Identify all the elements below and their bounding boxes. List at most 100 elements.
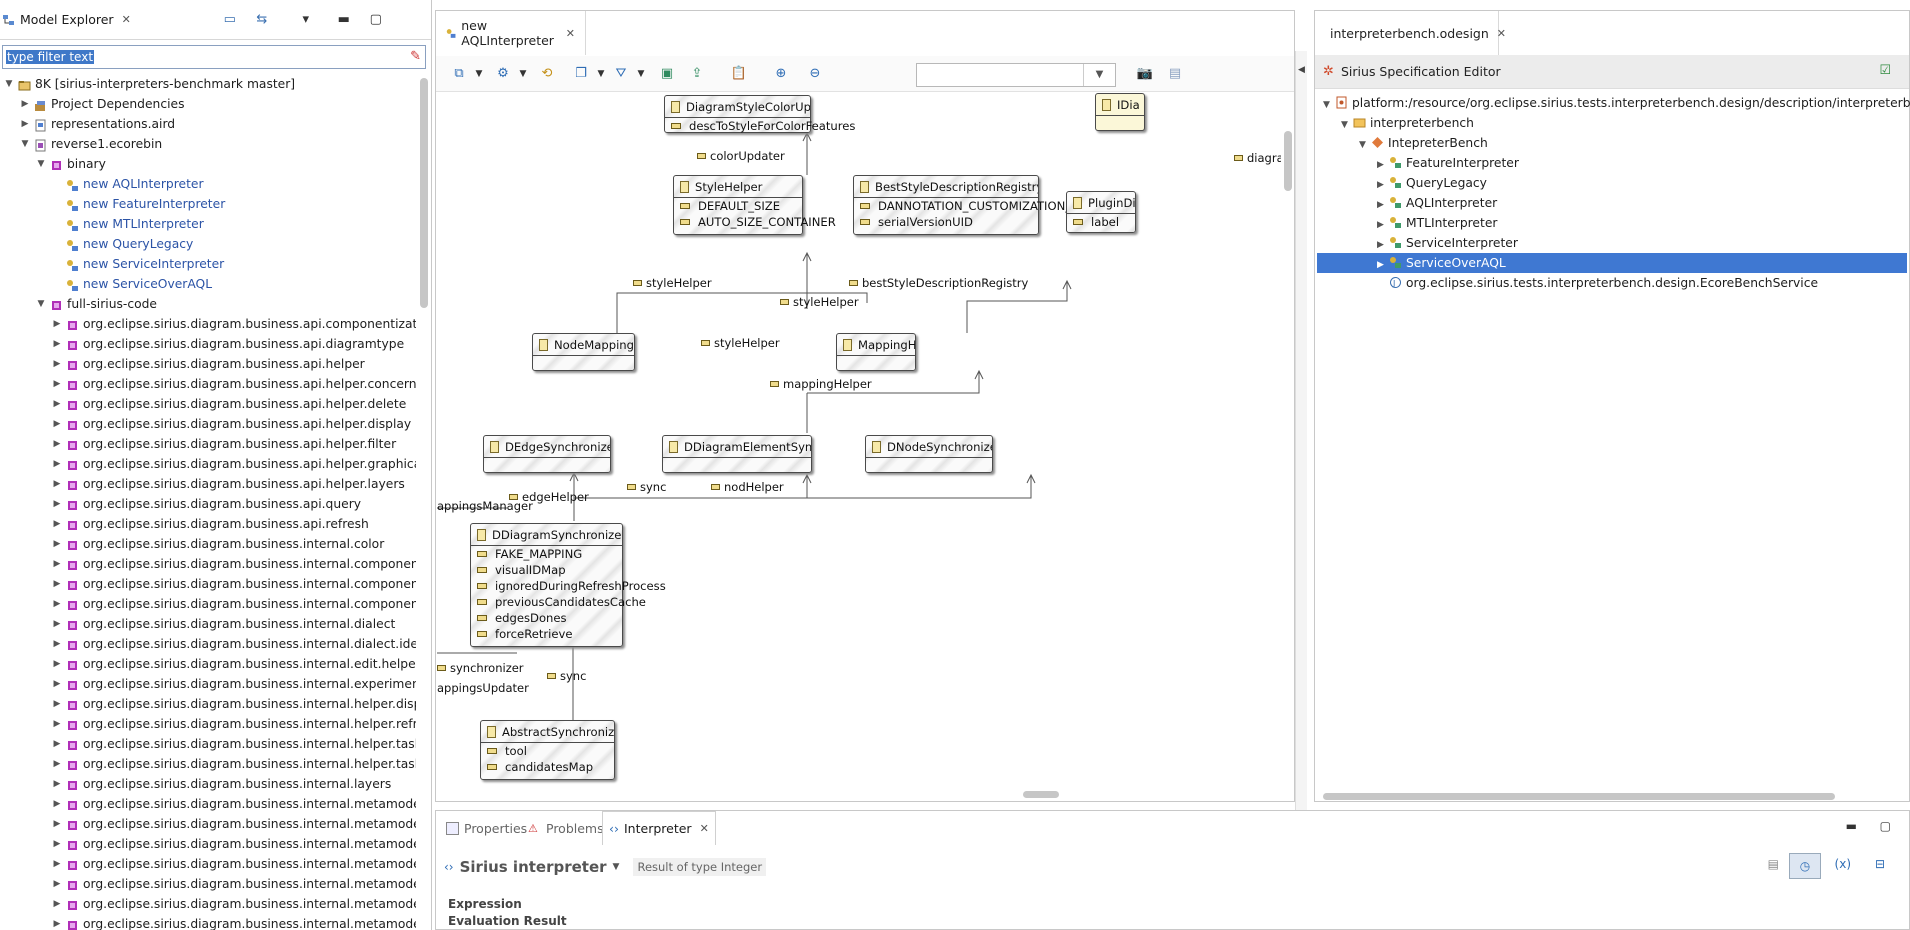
tree-item[interactable]: ▶org.eclipse.sirius.diagram.business.int… [0, 714, 416, 734]
edge-label-beststyle[interactable]: bestStyleDescriptionRegistry [849, 276, 1028, 290]
select-all-icon[interactable]: ⧉ [454, 66, 464, 81]
model-explorer-title[interactable]: Model Explorer [20, 12, 114, 27]
class-attribute[interactable]: tool [481, 743, 614, 759]
clear-filter-icon[interactable]: ✎ [410, 49, 421, 64]
class-mappinghelper[interactable]: MappingHelper [836, 333, 916, 371]
chevron-right-icon[interactable]: ▶ [53, 319, 61, 329]
camera-icon[interactable]: 📷 [1136, 66, 1154, 81]
layers-icon[interactable]: ❐ [575, 66, 587, 81]
chevron-right-icon[interactable]: ▶ [53, 859, 61, 869]
chevron-left-icon[interactable]: ◀ [1298, 65, 1305, 75]
tree-item[interactable]: ▶org.eclipse.sirius.diagram.business.int… [0, 534, 416, 554]
edge-label-sync-2[interactable]: sync [547, 669, 586, 683]
close-icon[interactable]: ✕ [1496, 26, 1506, 40]
tree-item[interactable]: new FeatureInterpreter [0, 194, 416, 214]
edge-mappinghelper[interactable] [807, 371, 980, 394]
minimize-icon[interactable]: ▬ [337, 11, 350, 27]
chevron-right-icon[interactable]: ▶ [1377, 180, 1384, 190]
chevron-right-icon[interactable]: ▶ [53, 879, 61, 889]
tree-item[interactable]: new ServiceOverAQL [0, 274, 416, 294]
zoom-in-icon[interactable]: ⊕ [775, 66, 787, 81]
maximize-icon[interactable]: ▢ [369, 11, 382, 27]
chevron-right-icon[interactable]: ▶ [53, 499, 61, 509]
chevron-down-icon[interactable]: ▼ [1341, 120, 1348, 130]
class-attribute[interactable]: previousCandidatesCache [471, 594, 646, 610]
tree-item[interactable]: ▶org.eclipse.sirius.diagram.business.int… [0, 614, 416, 634]
canvas-hscrollbar[interactable] [1023, 791, 1059, 798]
edge-nodhelper[interactable] [667, 475, 1032, 499]
spec-tree-item[interactable]: ▼IntepreterBench [1317, 133, 1907, 153]
tree-item[interactable]: ▶org.eclipse.sirius.diagram.business.api… [0, 514, 416, 534]
tree-item[interactable]: ▶org.eclipse.sirius.diagram.business.api… [0, 454, 416, 474]
canvas-vscrollbar[interactable] [1284, 131, 1292, 191]
tree-item[interactable]: ▼full-sirius-code [0, 294, 416, 314]
share-icon[interactable]: ⇪ [691, 66, 703, 81]
tree-item[interactable]: ▶org.eclipse.sirius.diagram.business.int… [0, 734, 416, 754]
collapse-all-icon[interactable]: ▭ [223, 11, 236, 27]
tree-item[interactable]: ▶org.eclipse.sirius.diagram.business.int… [0, 574, 416, 594]
chevron-right-icon[interactable]: ▶ [53, 699, 61, 709]
tree-item[interactable]: ▶org.eclipse.sirius.diagram.business.int… [0, 594, 416, 614]
edge-beststyle[interactable] [966, 281, 1068, 333]
class-attribute[interactable]: FAKE_MAPPING [471, 546, 622, 562]
tree-item[interactable]: ▶org.eclipse.sirius.diagram.business.int… [0, 694, 416, 714]
tree-item[interactable]: new AQLInterpreter [0, 174, 416, 194]
edge-label-nodhelper[interactable]: nodHelper [711, 480, 784, 494]
spec-tree-item[interactable]: ▼platform:/resource/org.eclipse.sirius.t… [1317, 93, 1910, 113]
chevron-right-icon[interactable]: ▶ [53, 539, 61, 549]
edge-label-stylehelper-2[interactable]: styleHelper [780, 295, 859, 309]
chevron-right-icon[interactable]: ▶ [21, 99, 29, 109]
edge-label-diagra[interactable]: diagra [1234, 151, 1281, 165]
tab-new-aqlinterpreter[interactable]: new AQLInterpreter ✕ [436, 11, 586, 55]
export-image-icon[interactable]: ▣ [660, 66, 674, 81]
class-idia[interactable]: IDia [1095, 93, 1145, 131]
class-diagramstylecolorupdater[interactable]: DiagramStyleColorUpdaterdescToStyleForCo… [664, 95, 855, 133]
outline-icon[interactable]: ▤ [1168, 66, 1182, 81]
chevron-right-icon[interactable]: ▶ [53, 799, 61, 809]
chevron-right-icon[interactable]: ▶ [1377, 240, 1384, 250]
chevron-right-icon[interactable]: ▶ [53, 739, 61, 749]
minimize-icon[interactable]: ▬ [1845, 819, 1857, 833]
tree-item[interactable]: ▶org.eclipse.sirius.diagram.business.int… [0, 794, 416, 814]
tree-item[interactable]: ▼reverse1.ecorebin [0, 134, 416, 154]
edge-label-edgehelper[interactable]: edgeHelper [509, 490, 589, 504]
variables-icon[interactable]: (x) [1834, 857, 1851, 871]
validate-icon[interactable]: ☑ [1879, 63, 1891, 78]
chevron-down-icon[interactable]: ▼ [519, 69, 527, 79]
zoom-combo[interactable]: ▼ [916, 63, 1116, 87]
tree-item[interactable]: ▶org.eclipse.sirius.diagram.business.api… [0, 494, 416, 514]
chevron-right-icon[interactable]: ▶ [1377, 200, 1384, 210]
chevron-right-icon[interactable]: ▶ [53, 759, 61, 769]
class-attribute[interactable]: DANNOTATION_CUSTOMIZATION_KEY [854, 198, 1093, 214]
chevron-right-icon[interactable]: ▶ [53, 719, 61, 729]
filters-icon[interactable]: ⛛ [615, 66, 627, 81]
link-with-editor-icon[interactable]: ⇆ [256, 11, 268, 27]
tab-interpreterbench-odesign[interactable]: interpreterbench.odesign ✕ [1315, 11, 1506, 55]
tree-item[interactable]: ▶representations.aird [0, 114, 416, 134]
spec-hscrollbar[interactable] [1323, 793, 1835, 800]
class-attribute[interactable]: visualIDMap [471, 562, 622, 578]
close-icon[interactable]: ✕ [565, 26, 575, 40]
chevron-right-icon[interactable]: ▶ [53, 659, 61, 669]
chevron-down-icon[interactable]: ▼ [475, 69, 483, 79]
palette-toggle[interactable]: ◀ [1295, 51, 1307, 811]
filter-input[interactable]: type filter text ✎ [2, 45, 426, 69]
class-attribute[interactable]: forceRetrieve [471, 626, 622, 642]
tree-item[interactable]: ▶org.eclipse.sirius.diagram.business.int… [0, 654, 416, 674]
class-nodemappinghelper[interactable]: NodeMappingHelper [532, 333, 635, 371]
chevron-right-icon[interactable]: ▶ [53, 399, 61, 409]
chevron-right-icon[interactable]: ▶ [53, 439, 61, 449]
class-dedgesynchronizerhelper[interactable]: DEdgeSynchronizerHelper [483, 435, 611, 473]
chevron-down-icon[interactable]: ▼ [1323, 100, 1330, 110]
tree-item[interactable]: ▶org.eclipse.sirius.diagram.business.int… [0, 674, 416, 694]
tree-item[interactable]: ▶org.eclipse.sirius.diagram.business.api… [0, 374, 416, 394]
class-abstractsynchronizerhelper[interactable]: AbstractSynchronizerHelpertoolcandidates… [480, 720, 615, 780]
edge-label-synchronizer[interactable]: synchronizer [437, 661, 524, 675]
close-icon[interactable]: ✕ [699, 822, 709, 835]
chevron-right-icon[interactable]: ▶ [53, 579, 61, 589]
tree-item[interactable]: ▶org.eclipse.sirius.diagram.business.int… [0, 914, 416, 930]
chevron-right-icon[interactable]: ▶ [53, 899, 61, 909]
chevron-right-icon[interactable]: ▶ [21, 119, 29, 129]
